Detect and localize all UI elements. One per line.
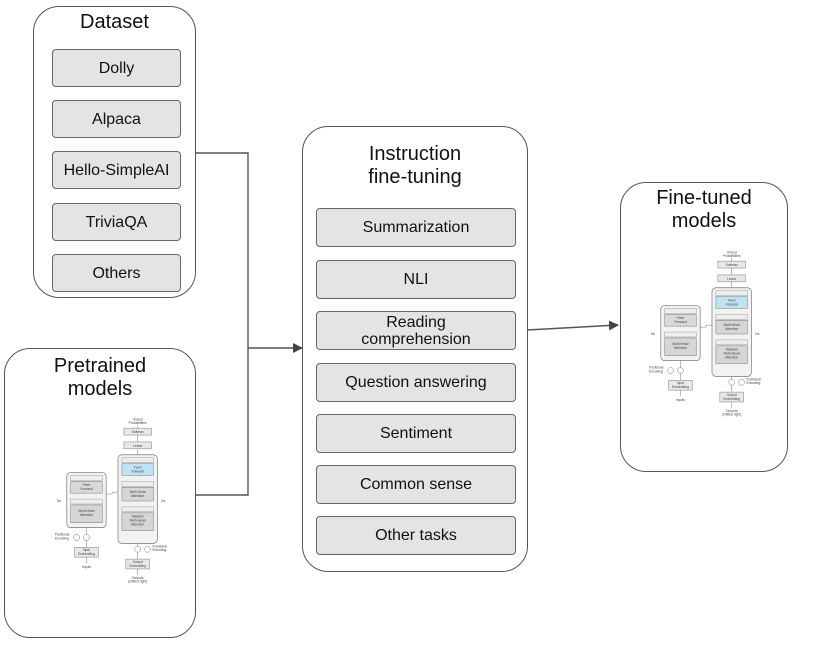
dataset-item-hello-simpleai: Hello-SimpleAI [52,151,181,189]
tf-encoder-add-norm-2 [70,475,103,481]
tf-decoder-masked-attention [121,512,154,531]
task-item-nli: NLI [316,260,516,299]
svg-text:Nx: Nx [651,332,655,336]
task-item-common-sense: Common sense [316,465,516,504]
tf-nx-left: Nx [57,499,61,503]
dataset-item-others: Others [52,254,181,292]
tf-decoder-add-norm-3 [121,457,154,463]
tf-encoder-add-norm-1 [70,498,103,505]
svg-text:Outputs(shifted right): Outputs(shifted right) [722,409,741,417]
tf-decoder-add-circle [134,546,141,553]
tf-encoder-attention [70,504,103,523]
tf-decoder-add-norm-2 [121,481,154,487]
tf-softmax-label: Softmax [132,430,145,434]
tf2-softmax-label: Softmax [726,263,739,267]
tf-encoder-feed-forward [70,481,103,494]
tf-decoder-cross-attention [121,486,154,502]
tf-nx-right: Nx [161,499,165,503]
dataset-item-dolly: Dolly [52,49,181,87]
tf-encoder-pos-wave [73,534,80,541]
instruction-title: Instruction fine-tuning [368,143,462,188]
dataset-title: Dataset [80,11,149,33]
svg-text:Nx: Nx [755,332,759,336]
pretrained-title: Pretrained models [53,355,147,400]
tf-decoder-add-norm-1 [121,506,154,513]
dataset-connector [192,152,249,348]
pretrained-connector [195,348,249,496]
task-item-sentiment: Sentiment [316,414,516,453]
tf-linear-label: Linear [133,444,143,448]
task-item-summarization: Summarization [316,208,516,247]
tf-inputs-label: Inputs [82,565,91,569]
task-item-reading-comprehension: Reading comprehension [316,311,516,350]
svg-text:Outputs(shifted right): Outputs(shifted right) [128,576,147,584]
dataset-panel: Dataset Dolly Alpaca Hello-SimpleAI Triv… [33,6,196,298]
tf2-linear-label: Linear [727,277,737,281]
tf-encoder-add-circle [83,534,90,541]
dataset-item-triviaqa: TriviaQA [52,203,181,241]
task-item-other-tasks: Other tasks [316,516,516,555]
task-item-question-answering: Question answering [316,363,516,402]
output-arrow [526,320,619,331]
instruction-panel: Instruction fine-tuning Summarization NL… [302,126,528,572]
tf-decoder-pos-wave [144,546,151,553]
dataset-item-alpaca: Alpaca [52,100,181,138]
tf-decoder-feed-forward [121,463,154,476]
finetuned-title: Fine-tuned models [656,187,752,232]
tf2-inputs-label: Inputs [676,398,685,402]
